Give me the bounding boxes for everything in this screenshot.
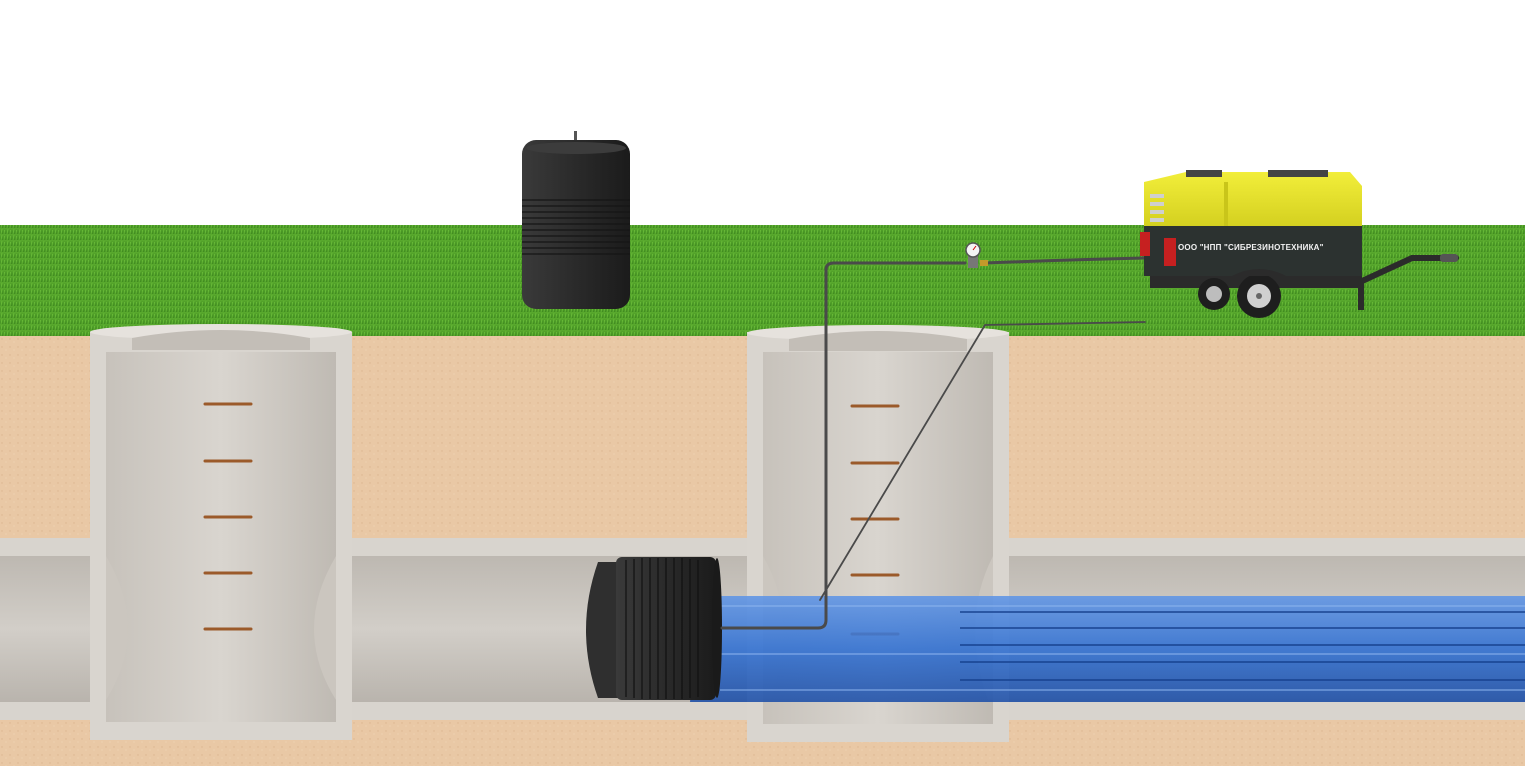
air-hose: [720, 256, 1147, 630]
manhole-left: [90, 324, 352, 740]
ladder-rungs-left: [203, 402, 253, 631]
tail-light-left: [1140, 232, 1150, 256]
air-compressor-trailer: ООО "НПП "СИБРЕЗИНОТЕХНИКА": [1140, 170, 1459, 318]
spare-plug: [522, 131, 630, 309]
pressure-gauge: [965, 242, 988, 268]
trailer-wheel-rear: [1198, 278, 1230, 310]
compressor-label: ООО "НПП "СИБРЕЗИНОТЕХНИКА": [1178, 243, 1324, 252]
tail-light-right: [1164, 238, 1176, 266]
pipe-plug: [586, 557, 722, 700]
trailer-wheel-front: [1237, 274, 1281, 318]
compressor-panel: [1144, 226, 1362, 276]
water-flow: [690, 596, 1525, 702]
